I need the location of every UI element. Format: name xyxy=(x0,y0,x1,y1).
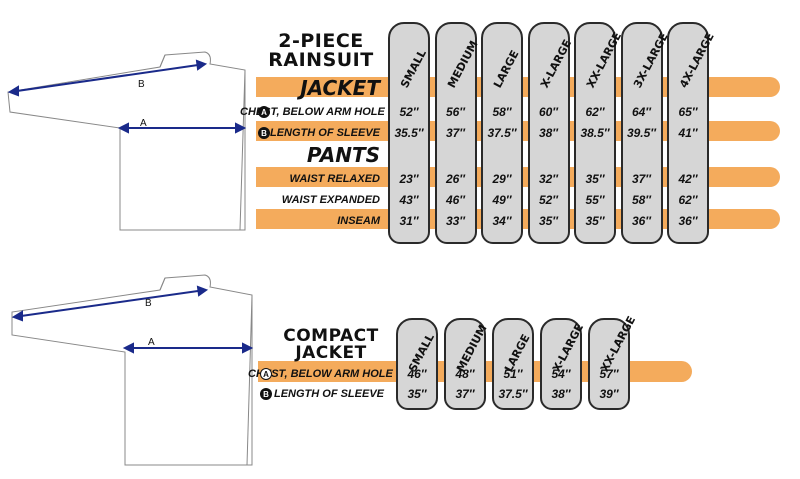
row-label: LENGTH OF SLEEVE xyxy=(269,127,380,139)
jacket-diagram-top: B A xyxy=(7,51,247,231)
size-value: 60″ xyxy=(538,105,559,119)
size-value: 55″ xyxy=(585,193,605,207)
diagram-label-b: B xyxy=(145,298,152,309)
row-label: CHEST, BELOW ARM HOLE xyxy=(240,106,385,118)
diagram-label-a: A xyxy=(148,337,155,348)
size-value: 39.5″ xyxy=(626,126,657,140)
size-value: 46″ xyxy=(407,367,427,381)
size-value: 52″ xyxy=(538,193,559,207)
compact-title: COMPACT JACKET xyxy=(270,328,392,362)
size-value: 41″ xyxy=(678,126,698,140)
size-value: 57″ xyxy=(599,367,619,381)
size-value: 51″ xyxy=(503,367,523,381)
size-value: 56″ xyxy=(445,105,466,119)
size-value: 58″ xyxy=(631,193,652,207)
row-label: WAIST EXPANDED xyxy=(281,194,380,206)
size-value: 34″ xyxy=(492,214,512,228)
rainsuit-title-line1: 2-PIECE xyxy=(278,30,364,52)
row-label: WAIST RELAXED xyxy=(289,173,380,185)
size-value: 26″ xyxy=(445,172,466,186)
size-value: 36″ xyxy=(678,214,698,228)
size-value: 42″ xyxy=(678,172,698,186)
rainsuit-title: 2-PIECE RAINSUIT xyxy=(256,32,386,70)
size-value: 49″ xyxy=(492,193,512,207)
size-value: 48″ xyxy=(455,367,475,381)
compact-title-line1: COMPACT xyxy=(283,326,379,346)
size-value: 35″ xyxy=(538,214,559,228)
row-badge-a: A xyxy=(260,368,272,380)
size-value: 35″ xyxy=(585,214,605,228)
size-value: 37.5″ xyxy=(487,126,517,140)
size-header: LARGE xyxy=(491,48,522,91)
size-value: 38″ xyxy=(538,126,559,140)
row-label: INSEAM xyxy=(337,215,380,227)
size-value: 65″ xyxy=(678,105,698,119)
size-value: 37″ xyxy=(445,126,466,140)
size-header: MEDIUM xyxy=(444,38,481,91)
size-value: 62″ xyxy=(678,193,698,207)
size-column: SMALL 52″ 35.5″ 23″ 43″ 31″ xyxy=(388,22,430,244)
size-value: 32″ xyxy=(538,172,559,186)
size-header: X-LARGE xyxy=(537,37,574,91)
size-value: 64″ xyxy=(631,105,652,119)
size-column: MEDIUM 56″ 37″ 26″ 46″ 33″ xyxy=(434,22,480,244)
jacket-section-label: JACKET xyxy=(300,76,380,100)
size-column: LARGE 58″ 37.5″ 29″ 49″ 34″ xyxy=(481,22,523,244)
pants-section-label: PANTS xyxy=(306,143,380,167)
size-value: 46″ xyxy=(445,193,466,207)
size-value: 39″ xyxy=(599,387,619,401)
size-value: 54″ xyxy=(551,367,571,381)
size-value: 23″ xyxy=(399,172,419,186)
size-column: X-LARGE 60″ 38″ 32″ 52″ 35″ xyxy=(527,22,574,244)
size-value: 38.5″ xyxy=(580,126,610,140)
row-label: LENGTH OF SLEEVE xyxy=(273,388,384,400)
size-value: 37.5″ xyxy=(498,387,528,401)
size-value: 38″ xyxy=(551,387,571,401)
row-label: CHEST, BELOW ARM HOLE xyxy=(248,368,393,380)
size-value: 35.5″ xyxy=(394,126,424,140)
size-value: 36″ xyxy=(631,214,652,228)
size-header: SMALL xyxy=(398,47,429,91)
size-value: 58″ xyxy=(492,105,512,119)
size-value: 52″ xyxy=(399,105,419,119)
row-badge-a: A xyxy=(258,106,270,118)
row-badge-b: B xyxy=(260,388,272,400)
size-value: 43″ xyxy=(399,193,419,207)
size-value: 35″ xyxy=(585,172,605,186)
diagram-label-a: A xyxy=(140,118,147,129)
size-value: 31″ xyxy=(399,214,419,228)
rainsuit-title-line2: RAINSUIT xyxy=(268,49,374,71)
jacket-diagram-bottom: B A xyxy=(11,274,254,466)
row-badge-b: B xyxy=(258,127,270,139)
size-value: 35″ xyxy=(407,387,427,401)
size-value: 62″ xyxy=(585,105,605,119)
size-value: 37″ xyxy=(455,387,475,401)
size-value: 37″ xyxy=(631,172,652,186)
compact-title-line2: JACKET xyxy=(295,343,367,363)
size-value: 33″ xyxy=(445,214,466,228)
size-value: 29″ xyxy=(492,172,512,186)
diagram-label-b: B xyxy=(138,79,145,90)
